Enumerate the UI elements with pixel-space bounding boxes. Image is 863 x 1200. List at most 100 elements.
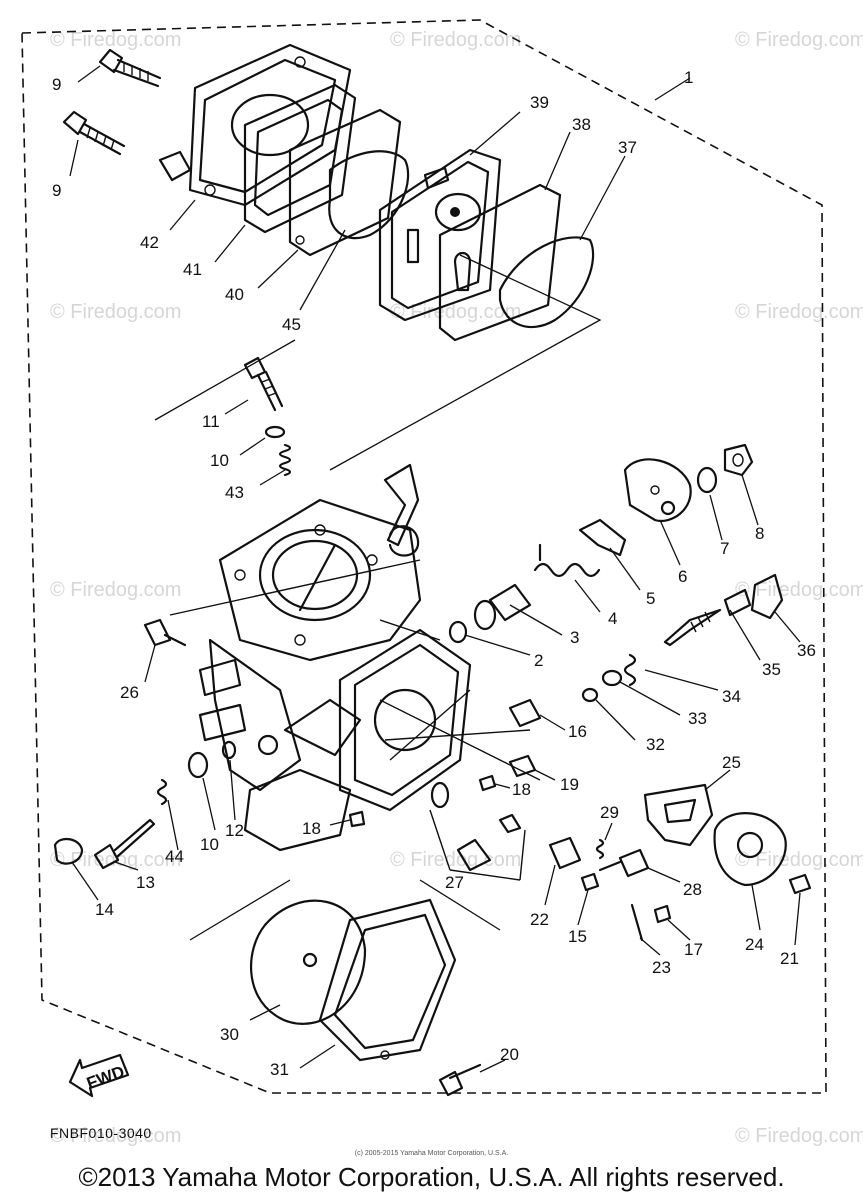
callout-24: 24 [745, 935, 764, 954]
screw-9-lower [62, 110, 126, 156]
watermark: © Firedog.com [50, 29, 181, 51]
callout-23: 23 [652, 958, 671, 977]
watermark: © Firedog.com [735, 579, 863, 601]
lever-5 [578, 518, 627, 557]
watermark: © Firedog.com [390, 29, 521, 51]
assembly-boundary [21, 19, 827, 1094]
diagram-code: FNBF010-3040 [50, 1125, 152, 1141]
watermark: © Firedog.com [50, 1125, 181, 1147]
gasket-38 [438, 183, 562, 342]
screw-9-upper [98, 48, 162, 88]
washer-33 [601, 669, 623, 687]
forward-arrow-icon: FWD [68, 1053, 130, 1098]
callout-43: 43 [225, 483, 244, 502]
screw-20 [438, 1063, 482, 1097]
screw-15 [580, 872, 600, 892]
gasket-cover-31 [318, 898, 457, 1062]
callout-9-upper: 9 [52, 75, 61, 94]
washer-7 [696, 466, 718, 494]
spring-43 [278, 443, 292, 477]
cap-14 [53, 837, 84, 865]
watermark-layer: © Firedog.com © Firedog.com © Firedog.co… [50, 29, 863, 1147]
jet-16 [508, 698, 542, 728]
pilot-screw-13 [93, 818, 156, 870]
watermark: © Firedog.com [735, 1125, 863, 1147]
callout-44: 44 [165, 847, 184, 866]
bracket-36 [750, 573, 784, 620]
nut-8 [723, 443, 754, 477]
diaphragm-30 [249, 899, 367, 1025]
callout-8: 8 [755, 524, 764, 543]
callout-6: 6 [678, 567, 687, 586]
jet-19 [508, 754, 537, 778]
callout-22: 22 [530, 910, 549, 929]
callout-16: 16 [568, 722, 587, 741]
stack-boundary [154, 254, 602, 471]
watermark: © Firedog.com [735, 849, 863, 871]
diaphragm-40 [288, 108, 402, 257]
callout-14: 14 [95, 900, 114, 919]
callout-30: 30 [220, 1025, 239, 1044]
callout-41: 41 [183, 260, 202, 279]
washer-10-lower [187, 751, 209, 779]
screw-17 [653, 904, 672, 924]
collar-3 [473, 583, 532, 631]
plate-25 [643, 783, 714, 847]
callout-labels: 1 2 3 4 5 6 7 8 9 9 10 10 11 12 13 14 15… [52, 68, 816, 1079]
washer-10-upper [264, 425, 286, 439]
carburetor-exploded-diagram: © Firedog.com © Firedog.com © Firedog.co… [21, 19, 863, 1147]
screw-18-left [348, 810, 366, 828]
callout-13: 13 [136, 873, 155, 892]
callout-40: 40 [225, 285, 244, 304]
spring-34 [623, 653, 637, 687]
callout-35: 35 [762, 660, 781, 679]
throttle-lever [383, 463, 420, 557]
nozzle-set-27 [429, 781, 526, 881]
callout-45: 45 [282, 315, 301, 334]
callout-7: 7 [720, 539, 729, 558]
callout-27: 27 [445, 873, 464, 892]
callout-39: 39 [530, 93, 549, 112]
diaphragm-45 [328, 150, 410, 240]
callout-42: 42 [140, 233, 159, 252]
copyright-notice: ©2013 Yamaha Motor Corporation, U.S.A. A… [78, 1162, 785, 1192]
callout-15: 15 [568, 927, 587, 946]
watermark: © Firedog.com [735, 29, 863, 51]
callout-33: 33 [688, 709, 707, 728]
o-ring-32 [581, 687, 599, 703]
callout-3: 3 [570, 628, 579, 647]
callout-10-upper: 10 [210, 451, 229, 470]
screw-18-right [478, 774, 497, 792]
callout-12: 12 [225, 821, 244, 840]
watermark: © Firedog.com [50, 301, 181, 323]
callout-34: 34 [722, 687, 741, 706]
fwd-label: FWD [84, 1062, 127, 1093]
screw-21 [788, 873, 812, 895]
watermark: © Firedog.com [50, 579, 181, 601]
callout-11: 11 [202, 412, 220, 431]
screw-11 [243, 356, 284, 412]
callout-29: 29 [600, 803, 619, 822]
callout-31: 31 [270, 1060, 289, 1079]
check-valve-37 [498, 236, 595, 329]
callout-32: 32 [646, 735, 665, 754]
small-copyright: (c) 2005-2015 Yamaha Motor Corporation, … [354, 1150, 509, 1157]
callout-10-lower: 10 [200, 835, 219, 854]
carburetor-body [169, 498, 441, 852]
cover-22 [548, 836, 582, 870]
callout-20: 20 [500, 1045, 519, 1064]
callout-37: 37 [618, 138, 637, 157]
pin-23 [630, 903, 644, 942]
leader-assembly [654, 77, 691, 101]
callout-26: 26 [120, 683, 139, 702]
callout-18-right: 18 [512, 780, 531, 799]
idle-screw-35 [663, 588, 752, 647]
watermark: © Firedog.com [390, 301, 521, 323]
pump-body-39 [378, 148, 502, 322]
callout-9-lower: 9 [52, 181, 61, 200]
callout-18-left: 18 [302, 819, 321, 838]
callout-19: 19 [560, 775, 579, 794]
callout-21: 21 [780, 949, 799, 968]
callout-36: 36 [797, 641, 816, 660]
fitting-26 [143, 618, 187, 647]
